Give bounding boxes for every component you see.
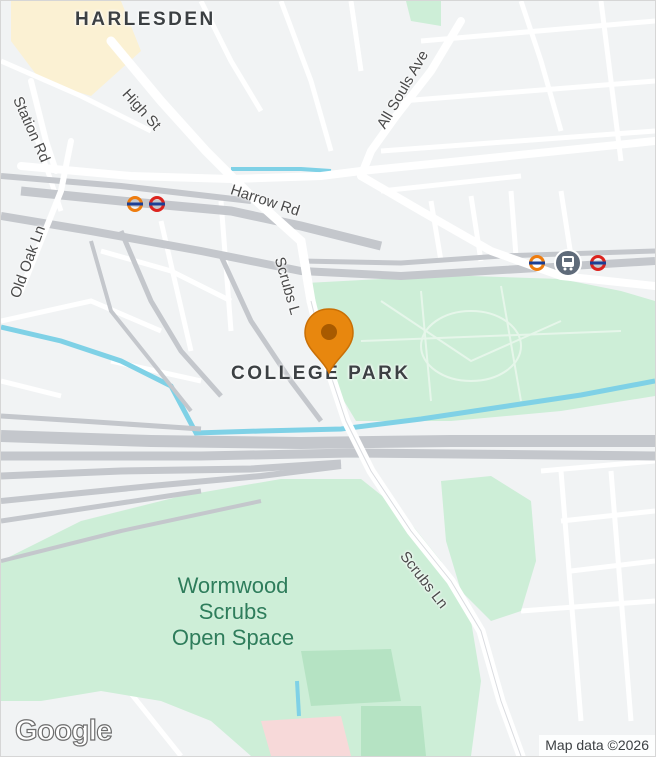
grand-union-canal xyxy=(1,324,655,436)
railway-lines xyxy=(1,173,655,563)
park-label-line-2: Scrubs xyxy=(198,599,268,624)
park-label-line-1: Wormwood xyxy=(177,573,289,598)
water-channel xyxy=(231,167,332,173)
sports-pitch-south xyxy=(361,706,426,756)
pond xyxy=(295,680,301,717)
town-centre-area xyxy=(11,1,141,96)
park-label-wormwood-scrubs: Wormwood Scrubs Open Space xyxy=(153,573,313,651)
sports-pitches xyxy=(301,649,401,706)
district-label-college-park: COLLEGE PARK xyxy=(231,363,411,384)
london-underground-roundel-icon xyxy=(149,196,165,212)
college-park-green xyxy=(306,276,655,421)
station-kensal-green[interactable] xyxy=(527,248,611,278)
location-pin-icon[interactable] xyxy=(303,307,355,375)
park-label-line-3: Open Space xyxy=(171,625,295,650)
road-casing xyxy=(310,300,522,756)
map-attribution[interactable]: Map data ©2026 xyxy=(539,735,655,756)
small-park-east xyxy=(441,476,536,621)
district-label-harlesden: HARLESDEN xyxy=(75,9,216,30)
overground-roundel-icon xyxy=(529,255,545,271)
overground-roundel-icon xyxy=(127,196,143,212)
station-willesden-junction[interactable] xyxy=(126,195,170,213)
small-park-north xyxy=(406,1,441,26)
google-logo: Google xyxy=(14,714,113,747)
london-underground-roundel-icon xyxy=(590,255,606,271)
hospital-area xyxy=(261,716,351,756)
national-rail-icon xyxy=(554,249,582,277)
park-paths xyxy=(360,285,622,402)
